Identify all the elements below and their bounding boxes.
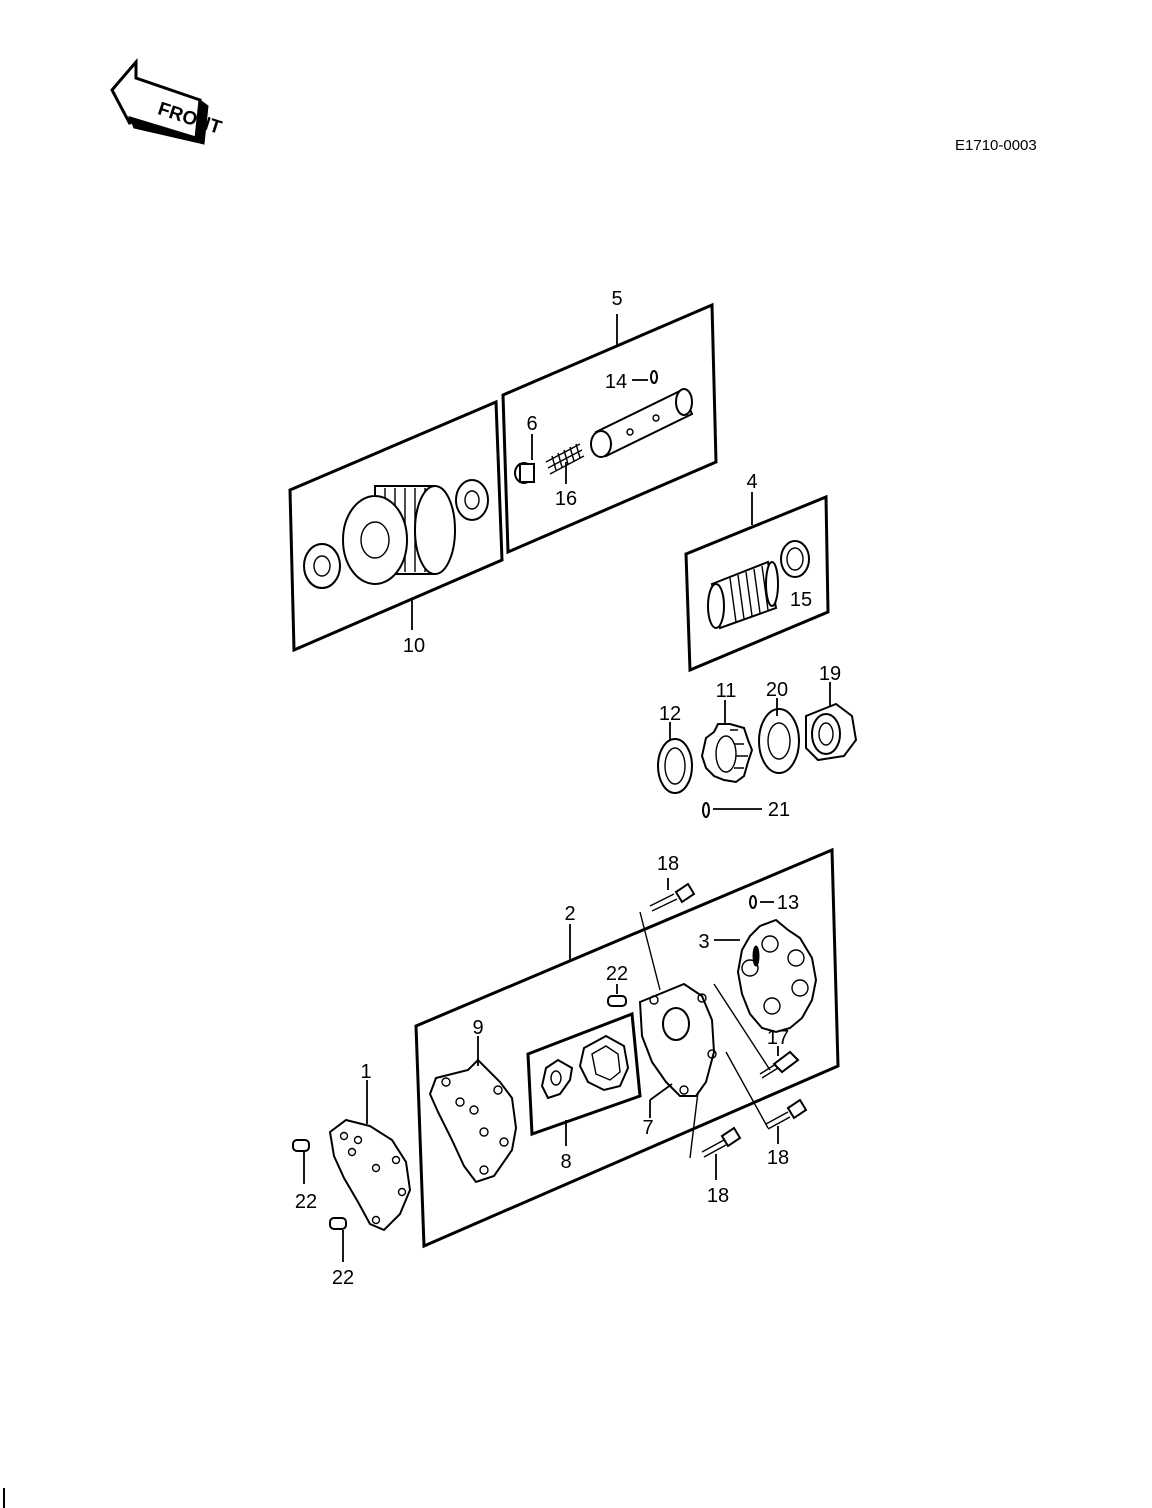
callout-18-lower: 18 — [707, 1185, 729, 1207]
callout-3: 3 — [698, 931, 709, 953]
callout-13: 13 — [777, 892, 799, 914]
front-arrow-icon: FRONT — [110, 57, 224, 145]
callout-10: 10 — [403, 635, 425, 657]
callout-1: 1 — [360, 1061, 371, 1083]
rotor-box — [526, 1011, 642, 1137]
relief-valve — [514, 370, 694, 484]
rotor-set-8 — [540, 1034, 630, 1100]
oil-screen — [707, 540, 810, 630]
bolt-18-upper — [649, 882, 696, 912]
dowel-pin-22-left — [292, 1139, 310, 1152]
washer-20 — [758, 708, 800, 774]
oil-pump-cover-9 — [428, 1058, 518, 1184]
oil-filter-box — [288, 399, 504, 653]
oil-screen-box — [684, 494, 830, 673]
callout-22-bottom: 22 — [332, 1267, 354, 1289]
nut-19 — [805, 702, 858, 762]
callout-19: 19 — [819, 663, 841, 685]
diagram-code: E1710-0003 — [955, 137, 1037, 154]
oil-pump-body-7 — [638, 982, 717, 1097]
washer-12 — [657, 738, 693, 794]
bolt-18-lower — [701, 1126, 742, 1158]
oil-pump-gear-3 — [736, 918, 818, 1034]
pin-21 — [702, 802, 710, 818]
oil-filter — [303, 479, 489, 589]
callout-7: 7 — [642, 1117, 653, 1139]
dowel-pin-22-upper — [607, 995, 627, 1007]
callout-6: 6 — [526, 413, 537, 435]
callout-11: 11 — [716, 680, 737, 702]
callout-4: 4 — [746, 471, 757, 493]
gear-11 — [700, 723, 754, 784]
callout-15: 15 — [790, 589, 812, 611]
callout-2: 2 — [564, 903, 575, 925]
callout-17: 17 — [767, 1027, 789, 1049]
callout-18-right: 18 — [767, 1147, 789, 1169]
oil-pump-box — [414, 847, 840, 1249]
callout-9: 9 — [472, 1017, 483, 1039]
callout-16: 16 — [555, 488, 577, 510]
callout-20: 20 — [766, 679, 788, 701]
callout-5: 5 — [611, 288, 622, 310]
bolt-18-right — [765, 1098, 808, 1130]
bolt-17 — [759, 1050, 800, 1079]
callout-8: 8 — [560, 1151, 571, 1173]
pin-13 — [749, 895, 757, 909]
callout-22-upper: 22 — [606, 963, 628, 985]
callout-12: 12 — [659, 703, 681, 725]
callout-22-left: 22 — [295, 1191, 317, 1213]
dowel-pin-22-bottom — [329, 1217, 347, 1230]
gasket-1 — [328, 1118, 412, 1232]
relief-valve-box — [501, 302, 718, 555]
callout-21: 21 — [768, 799, 790, 821]
callout-14: 14 — [605, 371, 627, 393]
callout-18-upper: 18 — [657, 853, 679, 875]
